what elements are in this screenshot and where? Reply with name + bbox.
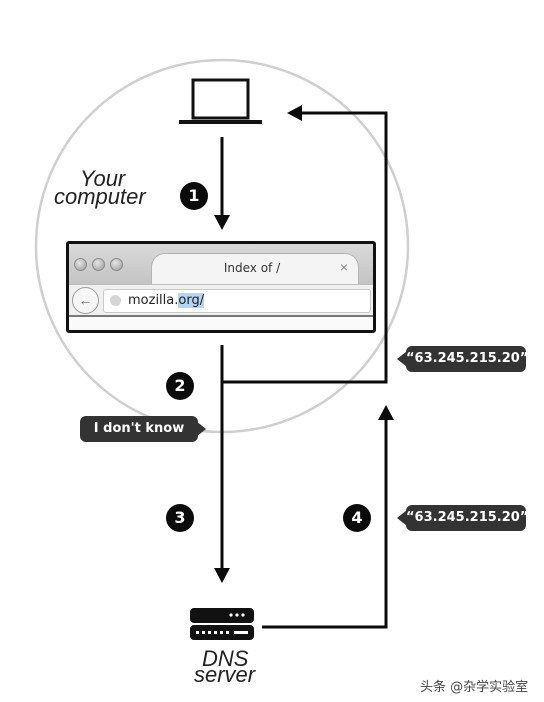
server-icon xyxy=(190,608,254,640)
step-badge-3: 3 xyxy=(166,504,194,532)
arrow-return-head xyxy=(287,105,302,121)
your-computer-label: Your xyxy=(80,166,126,191)
browser-window: Index of / × ← mozilla.org/ xyxy=(66,241,376,333)
step-badge-2: 2 xyxy=(166,372,194,400)
bubble-dont-know: I don't know xyxy=(80,416,198,442)
bubble-dont-know-pointer xyxy=(196,421,206,437)
arrow-step-1 xyxy=(214,137,230,230)
connector-return-to-computer xyxy=(222,111,388,384)
browser-page-content xyxy=(69,315,373,330)
url-prefix: mozilla. xyxy=(128,293,179,308)
bubble-ip-lower: “63.245.215.20” xyxy=(406,505,529,531)
url-text: mozilla.org/ xyxy=(128,293,205,308)
browser-nav-bar: ← mozilla.org/ xyxy=(69,284,373,315)
step-badge-1: 1 xyxy=(180,182,208,210)
window-zoom-light[interactable] xyxy=(110,258,123,271)
bubble-ip-upper-pointer xyxy=(397,351,407,367)
dns-server-label-line2: server xyxy=(194,662,256,687)
bubble-ip-upper-text: “63.245.215.20” xyxy=(406,351,529,366)
globe-icon xyxy=(110,295,121,306)
bubble-ip-lower-pointer xyxy=(397,510,407,526)
tab-close-icon[interactable]: × xyxy=(339,259,348,275)
dns-server-label: DNS xyxy=(202,646,249,671)
watermark: 头条 @杂学实验室 xyxy=(420,680,529,695)
bubble-ip-lower-text: “63.245.215.20” xyxy=(406,510,529,525)
step-badge-4: 4 xyxy=(343,504,371,532)
back-arrow-icon[interactable]: ← xyxy=(72,287,99,314)
url-selection: org/ xyxy=(178,293,205,308)
arrow-step-3-head xyxy=(214,568,230,583)
tab-title: Index of / xyxy=(223,261,281,275)
url-field[interactable]: mozilla.org/ xyxy=(103,289,371,313)
arrow-step-4-head xyxy=(378,405,394,420)
laptop-icon xyxy=(179,78,262,124)
your-computer-label-line2: computer xyxy=(54,184,146,209)
window-minimize-light[interactable] xyxy=(92,258,105,271)
connector-step-4 xyxy=(262,420,388,629)
window-close-light[interactable] xyxy=(74,258,87,271)
browser-tab-strip: Index of / × xyxy=(69,244,373,285)
bubble-dont-know-text: I don't know xyxy=(93,421,185,436)
bubble-ip-upper: “63.245.215.20” xyxy=(406,346,529,372)
browser-tab[interactable]: Index of / × xyxy=(151,253,359,285)
